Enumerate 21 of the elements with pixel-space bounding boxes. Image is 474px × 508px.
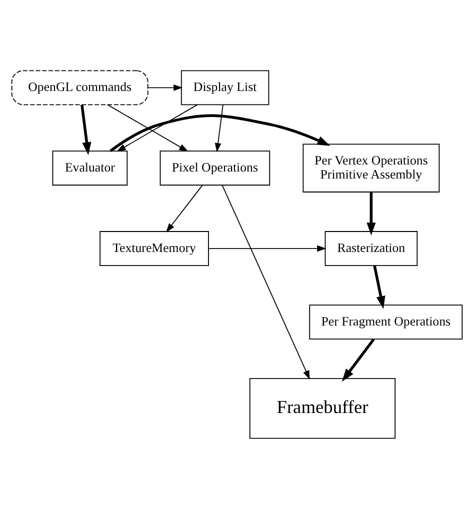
node-box: Evaluator	[52, 150, 128, 186]
arrow	[110, 114, 330, 152]
arrow	[342, 338, 375, 382]
node-box: Per Fragment Operations	[309, 304, 463, 340]
arrow	[166, 184, 203, 232]
arrow	[373, 264, 386, 308]
arrow	[208, 244, 326, 252]
arrow	[366, 192, 376, 236]
arrow	[80, 104, 92, 155]
arrow	[116, 104, 198, 152]
node-box: Per Vertex Operations Primitive Assembly	[302, 143, 440, 192]
node-box: Framebuffer	[249, 378, 396, 438]
node-box: Rasterization	[324, 230, 418, 266]
arrow	[222, 184, 310, 380]
node-box: TextureMemory	[100, 230, 209, 266]
arrow	[107, 104, 188, 152]
arrow	[214, 104, 224, 152]
node-box: OpenGL commands	[11, 70, 148, 105]
node-box: Pixel Operations	[160, 150, 270, 186]
node-box: Display List	[180, 70, 270, 105]
arrow	[147, 84, 183, 90]
